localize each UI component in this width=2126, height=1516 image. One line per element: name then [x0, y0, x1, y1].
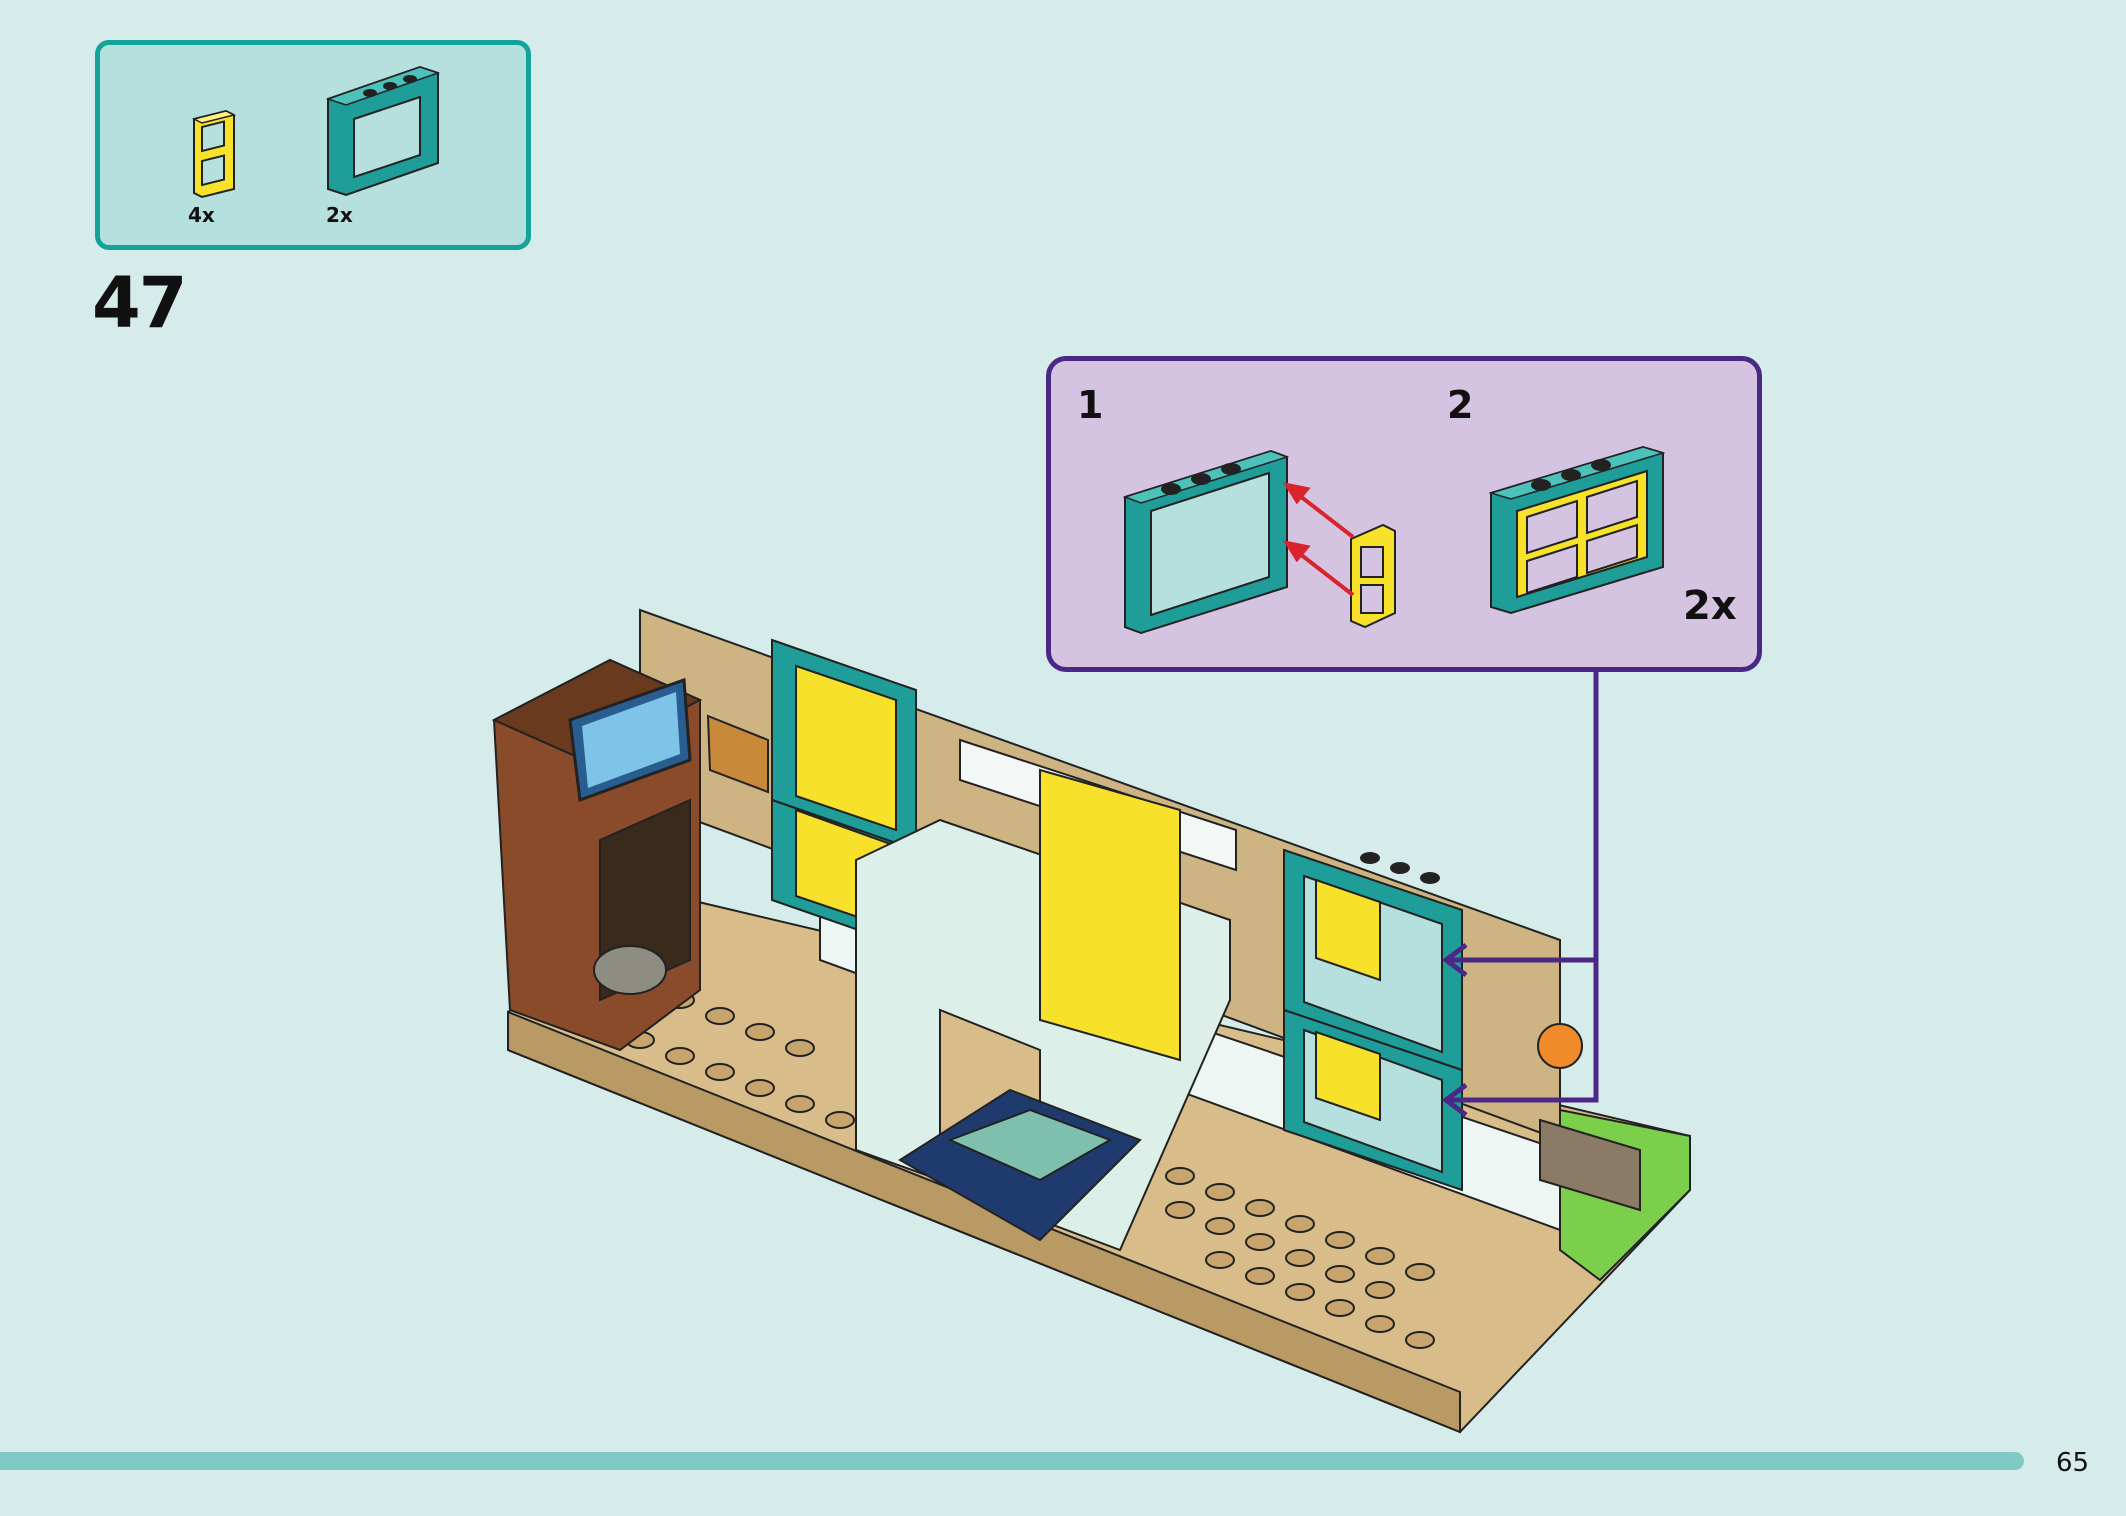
red-insert-arrows	[1282, 482, 1355, 597]
substep-1-number: 1	[1077, 383, 1104, 427]
parts-list-box: 4x 2x	[95, 40, 531, 250]
teal-frame-quantity: 2x	[326, 203, 353, 227]
callout-connector	[1441, 665, 1599, 1117]
step-number: 47	[92, 262, 187, 344]
page-number: 65	[2056, 1448, 2090, 1478]
substep-2-illustration	[1487, 407, 1677, 617]
yellow-pane-quantity: 4x	[188, 203, 215, 227]
substep-callout: 1 2	[1046, 356, 1762, 672]
substep-1-illustration	[1121, 407, 1421, 637]
substep-2-number: 2	[1447, 383, 1474, 427]
progress-bar	[0, 1452, 2024, 1470]
teal-window-frame-part	[324, 63, 444, 203]
yellow-window-pane-part	[186, 109, 238, 199]
substep-multiplier: 2x	[1683, 583, 1737, 629]
teal-windows-right	[1283, 848, 1463, 1192]
